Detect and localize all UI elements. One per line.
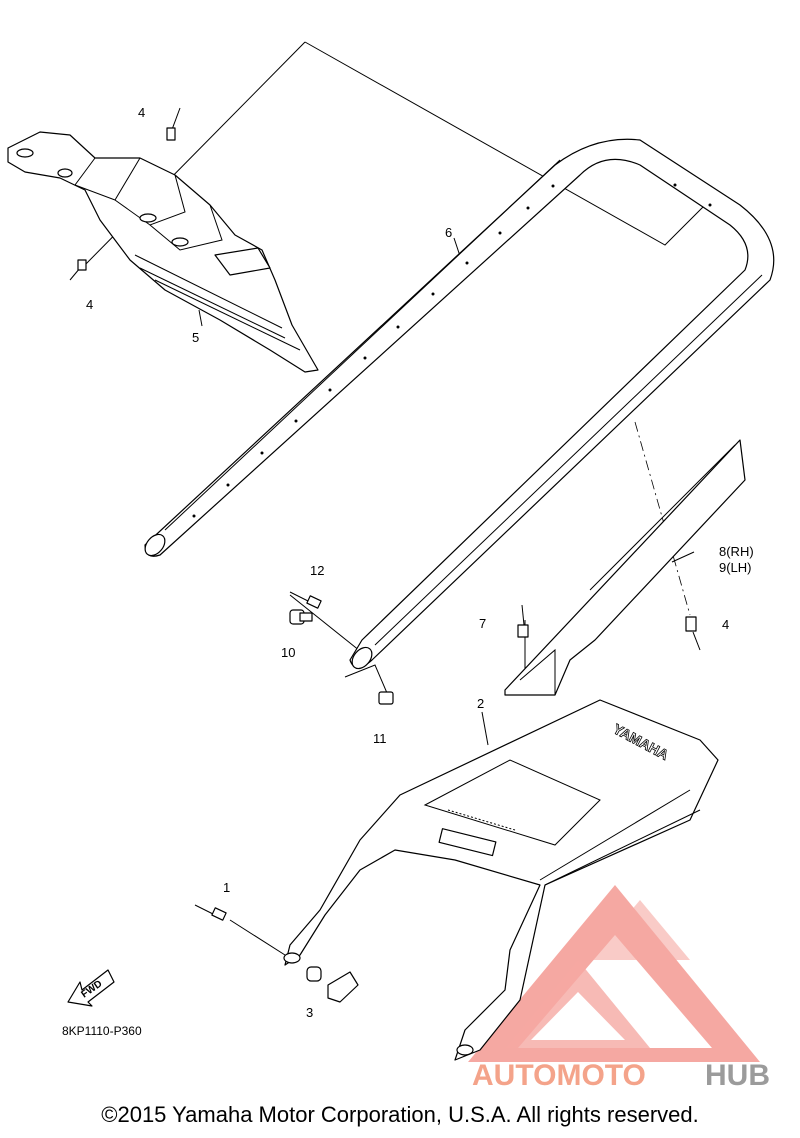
part-2-seat (283, 699, 719, 1061)
callout-12: 12 (310, 563, 324, 578)
callout-7: 7 (479, 616, 486, 631)
automotohub-logo (468, 885, 760, 1062)
copyright-notice: ©2015 Yamaha Motor Corporation, U.S.A. A… (101, 1102, 699, 1127)
part-8-9-side-cover (504, 439, 746, 696)
part-3-grommet (306, 966, 359, 1003)
callout-8: 8(RH) (719, 544, 754, 559)
part-code: 8KP1110-P360 (62, 1024, 142, 1038)
rivet-7 (517, 604, 529, 638)
part-5-tunnel-bracket (7, 131, 319, 373)
callout-4a: 4 (138, 105, 145, 120)
watermark-text-automoto: AUTOMOTO (472, 1059, 646, 1092)
callout-9: 9(LH) (719, 560, 752, 575)
callout-1: 1 (223, 880, 230, 895)
callout-2: 2 (477, 696, 484, 711)
part-10-bolt (289, 609, 313, 625)
fwd-arrow-icon: FWD (67, 969, 115, 1007)
callout-6: 6 (445, 225, 452, 240)
rivet-4-top (166, 107, 181, 141)
callout-10: 10 (281, 645, 295, 660)
callout-5: 5 (192, 330, 199, 345)
callout-3: 3 (306, 1005, 313, 1020)
callout-11: 11 (373, 731, 387, 746)
part-1-rivet (194, 904, 227, 921)
watermark-text-hub: HUB (705, 1059, 770, 1092)
part-6-grab-bar (144, 138, 775, 670)
callout-4b: 4 (86, 297, 93, 312)
part-11-nut (378, 691, 394, 705)
callout-4c: 4 (722, 617, 729, 632)
rivet-4-right (685, 616, 701, 651)
part-12-rivet (289, 591, 322, 609)
rivet-4-left (69, 259, 87, 281)
